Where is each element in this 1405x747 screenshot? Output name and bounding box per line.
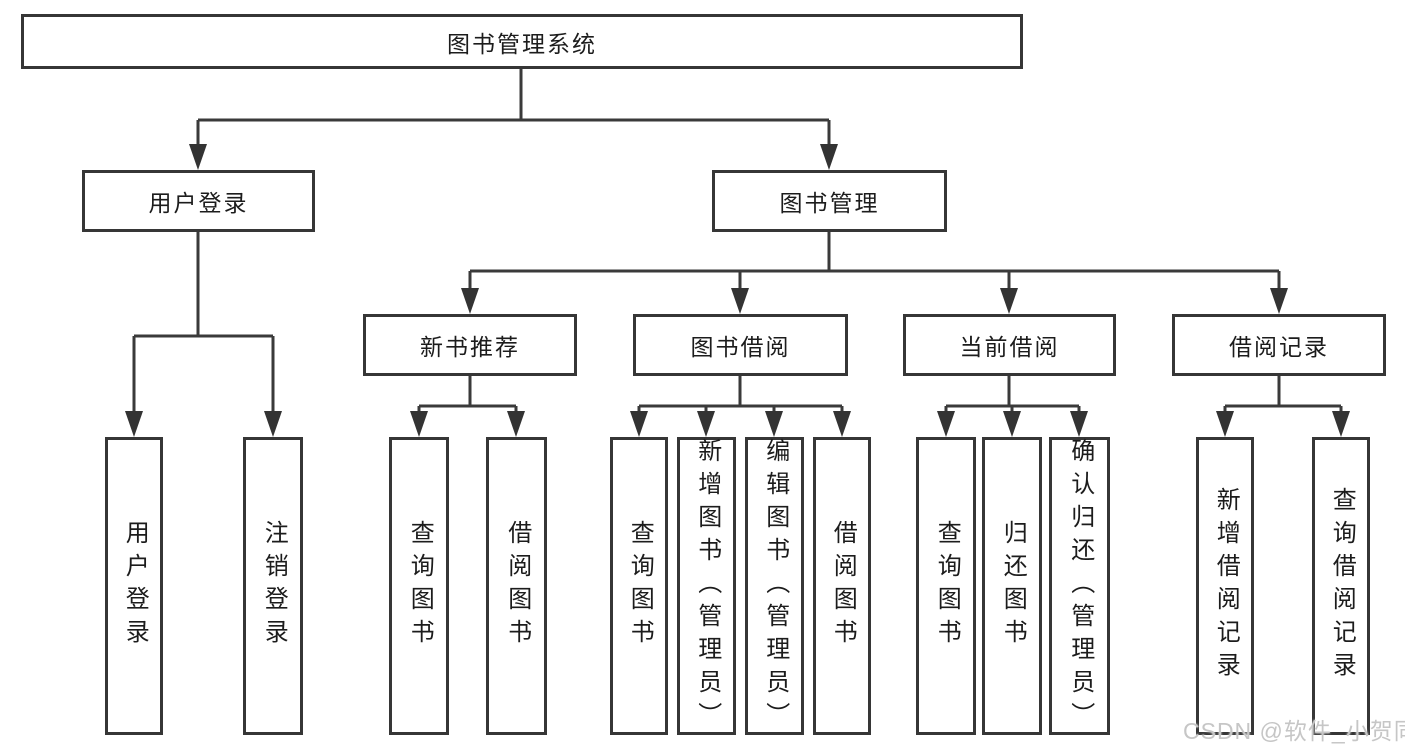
connector-user-login-to-leaves (132, 232, 275, 415)
node-label: 新增借阅记录 (1212, 487, 1240, 685)
node-label: 注销登录 (260, 520, 288, 652)
node-label: 借阅记录 (1229, 334, 1329, 360)
node-label: 归还图书 (999, 520, 1027, 652)
leaf-confirm-return-admin: 确认归还（管理员） (1049, 437, 1110, 735)
arrow-down-icon (937, 411, 955, 437)
node-label: 新书推荐 (420, 334, 520, 360)
arrow-down-icon (630, 411, 648, 437)
node-label: 借阅图书 (503, 520, 531, 652)
node-label: 图书借阅 (690, 334, 791, 360)
leaf-borrow-books: 借阅图书 (813, 437, 871, 735)
connector-borrowing-records-to-leaves (1223, 376, 1343, 415)
node-label: 新增图书（管理员） (693, 437, 721, 735)
node-current-borrowing: 当前借阅 (903, 314, 1116, 376)
node-library-management-system: 图书管理系统 (21, 14, 1023, 69)
arrow-down-icon (1070, 411, 1088, 437)
node-label: 查询图书 (406, 520, 434, 652)
arrow-down-icon (1270, 288, 1288, 314)
arrow-down-icon (1003, 411, 1021, 437)
arrow-down-icon (1332, 411, 1350, 437)
arrow-down-icon (1000, 288, 1018, 314)
leaf-add-books-admin: 新增图书（管理员） (677, 437, 736, 735)
node-label: 用户登录 (148, 190, 249, 216)
arrowhead-icons (125, 144, 1350, 437)
connector-book-borrowing-to-leaves (637, 376, 844, 415)
leaf-add-borrow-record: 新增借阅记录 (1196, 437, 1254, 735)
leaf-user-login: 用户登录 (105, 437, 163, 735)
node-label: 借阅图书 (829, 520, 857, 652)
arrow-down-icon (833, 411, 851, 437)
node-label: 当前借阅 (959, 334, 1060, 360)
arrow-down-icon (507, 411, 525, 437)
arrow-down-icon (264, 411, 282, 437)
node-label: 查询借阅记录 (1328, 487, 1356, 685)
arrow-down-icon (189, 144, 207, 170)
node-borrowing-records: 借阅记录 (1172, 314, 1386, 376)
node-user-login: 用户登录 (82, 170, 315, 232)
node-label: 编辑图书（管理员） (761, 437, 789, 735)
watermark: CSDN @软件_小贺同学 (1183, 718, 1405, 744)
node-label: 确认归还（管理员） (1066, 437, 1094, 735)
arrow-down-icon (461, 288, 479, 314)
node-new-book-recommendation: 新书推荐 (363, 314, 577, 376)
leaf-query-borrow-record: 查询借阅记录 (1312, 437, 1370, 735)
arrow-down-icon (697, 411, 715, 437)
connector-new-book-to-leaves (417, 376, 518, 415)
arrow-down-icon (410, 411, 428, 437)
arrow-down-icon (125, 411, 143, 437)
arrow-down-icon (1216, 411, 1234, 437)
connector-root-to-level2 (196, 69, 831, 148)
node-label: 查询图书 (626, 520, 654, 652)
connector-current-borrowing-to-leaves (944, 376, 1081, 415)
leaf-return-books: 归还图书 (982, 437, 1042, 735)
node-book-management: 图书管理 (712, 170, 947, 232)
node-label: 用户登录 (121, 520, 149, 652)
node-label: 查询图书 (933, 520, 961, 652)
node-label: 图书管理 (779, 190, 880, 216)
leaf-edit-books-admin: 编辑图书（管理员） (745, 437, 804, 735)
arrow-down-icon (820, 144, 838, 170)
arrow-down-icon (765, 411, 783, 437)
leaf-borrow-books-recommend: 借阅图书 (486, 437, 547, 735)
leaf-query-books-borrowing: 查询图书 (610, 437, 668, 735)
connector-book-management-to-level3 (468, 232, 1281, 292)
node-book-borrowing: 图书借阅 (633, 314, 848, 376)
leaf-logout: 注销登录 (243, 437, 303, 735)
leaf-query-books-current: 查询图书 (916, 437, 976, 735)
arrow-down-icon (731, 288, 749, 314)
leaf-query-books-recommend: 查询图书 (389, 437, 449, 735)
node-label: 图书管理系统 (447, 30, 597, 57)
